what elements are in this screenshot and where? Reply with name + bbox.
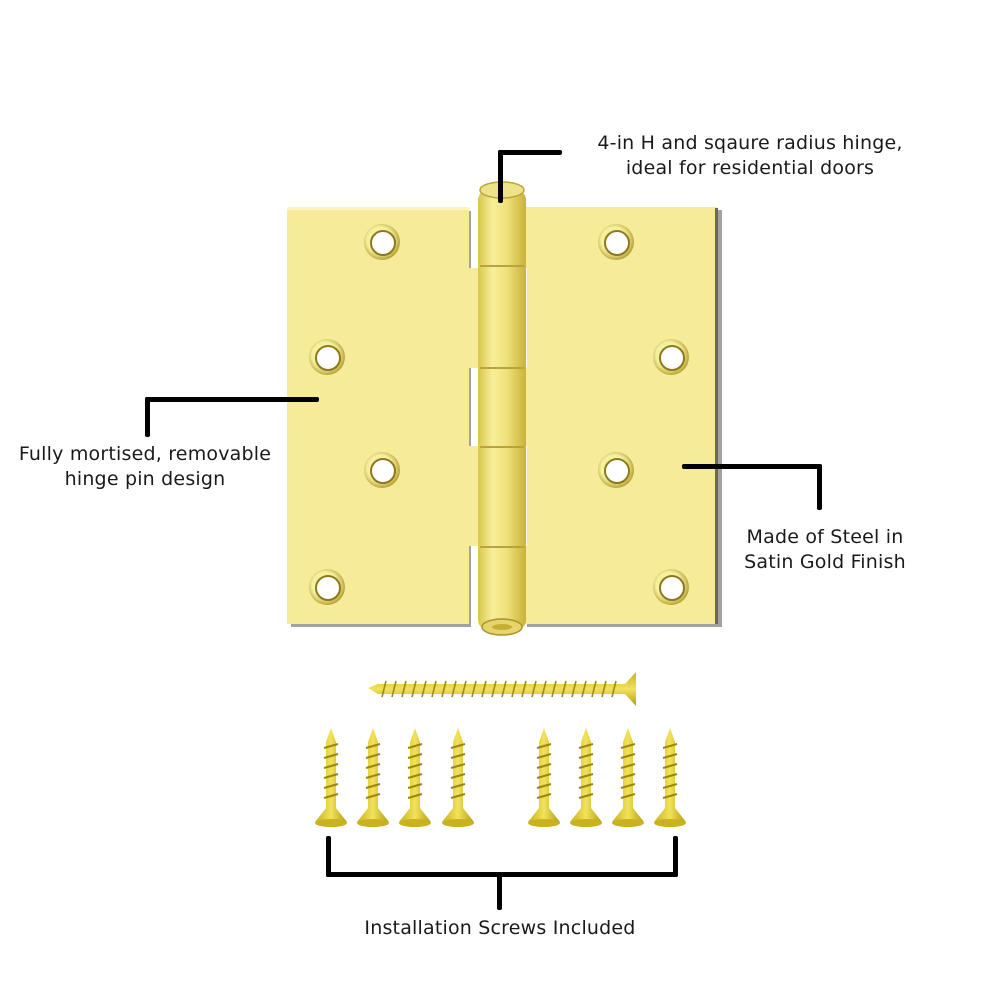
- screw-hole: [598, 452, 634, 488]
- callout-bottom-bracket-bar: [326, 872, 678, 877]
- screw-hole: [653, 339, 689, 375]
- callout-right-text: Made of Steel in Satin Gold Finish: [725, 525, 925, 575]
- callout-right-leader-horizontal: [682, 464, 822, 469]
- callout-bottom-bracket-right: [673, 836, 678, 877]
- callout-bottom-line1: Installation Screws Included: [364, 917, 636, 939]
- hinge-knuckle-barrel: [478, 181, 526, 636]
- short-screw: [442, 728, 474, 827]
- callout-left-leader-horizontal: [145, 397, 319, 402]
- hinge-screw-holes: [309, 224, 689, 605]
- hinge-left-leaf: [287, 207, 478, 624]
- screw-hole: [364, 452, 400, 488]
- callout-left-line1: Fully mortised, removable: [18, 443, 272, 465]
- screw-hole: [364, 224, 400, 260]
- long-screw: [368, 672, 636, 706]
- callout-top-leader-vertical: [498, 150, 503, 203]
- screw-hole: [653, 569, 689, 605]
- short-screw: [357, 728, 389, 827]
- short-screw: [528, 728, 560, 827]
- short-screw: [399, 728, 431, 827]
- callout-bottom-bracket-stem: [497, 872, 502, 910]
- callout-left-leader-vertical: [145, 397, 150, 437]
- screw-hole: [309, 339, 345, 375]
- hinge-right-leaf: [523, 207, 718, 624]
- short-screw: [570, 728, 602, 827]
- short-screws: [315, 728, 686, 827]
- callout-left-text: Fully mortised, removable hinge pin desi…: [0, 442, 290, 492]
- short-screw: [315, 728, 347, 827]
- callout-top-line1: 4-in H and sqaure radius hinge,: [597, 132, 903, 154]
- screw-hole: [309, 569, 345, 605]
- callout-top-leader-horizontal: [498, 150, 562, 155]
- callout-right-line2: Satin Gold Finish: [744, 551, 906, 573]
- callout-bottom-text: Installation Screws Included: [330, 916, 670, 941]
- short-screw: [654, 728, 686, 827]
- callout-top-text: 4-in H and sqaure radius hinge, ideal fo…: [575, 131, 925, 181]
- screw-hole: [598, 224, 634, 260]
- callout-bottom-bracket-left: [326, 836, 331, 877]
- callout-top-line2: ideal for residential doors: [625, 157, 875, 179]
- callout-right-line1: Made of Steel in: [746, 526, 904, 548]
- short-screw: [612, 728, 644, 827]
- callout-right-leader-vertical: [817, 464, 822, 510]
- callout-left-line2: hinge pin design: [64, 468, 226, 490]
